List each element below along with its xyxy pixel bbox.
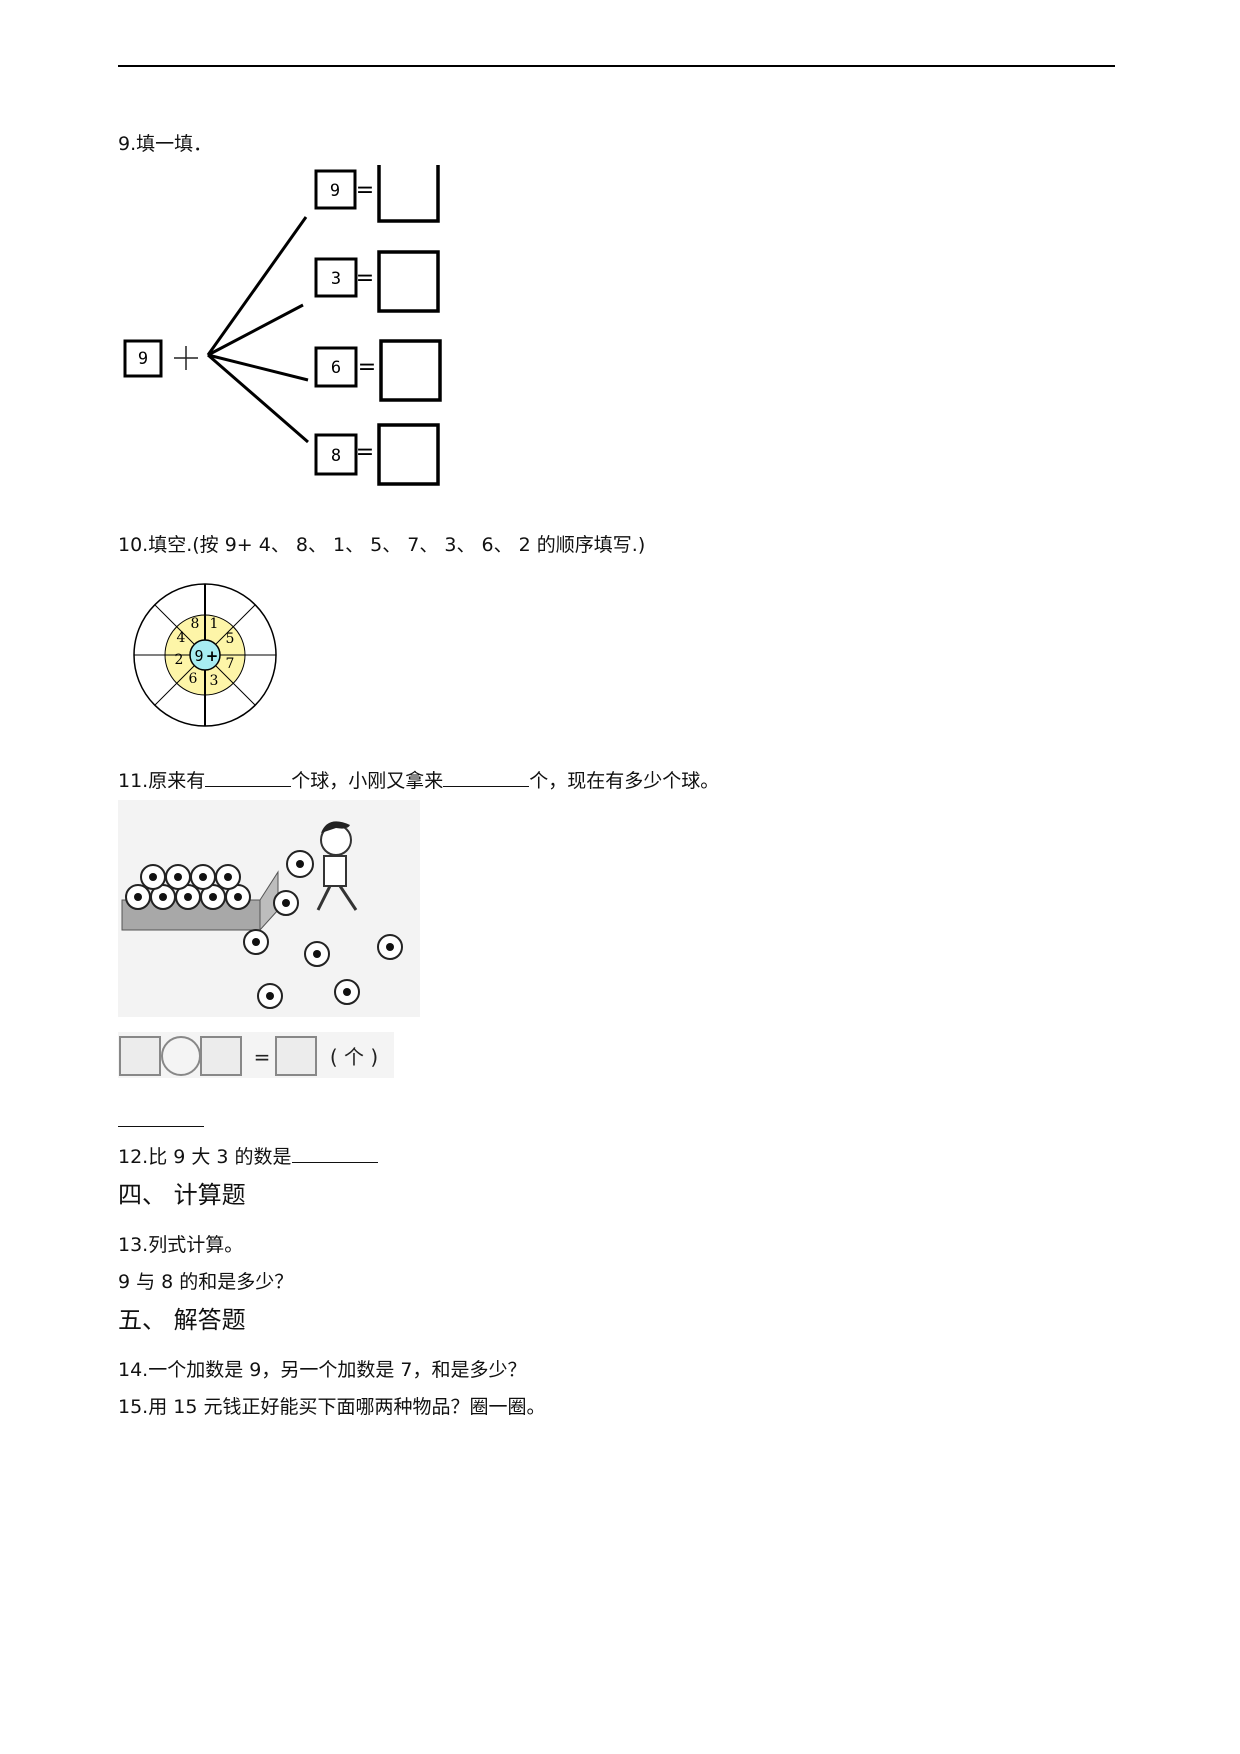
q10-ring-numbers: 8 1 5 7 3 6 2 4: [175, 616, 235, 689]
svg-text:2: 2: [175, 652, 184, 668]
svg-text:8: 8: [331, 446, 341, 466]
q9-answer-box-2[interactable]: [377, 250, 440, 313]
q10-title: 10.填空.(按 9+ 4、 8、 1、 5、 7、 3、 6、 2 的顺序填写…: [118, 534, 646, 556]
q15-text: 15.用 15 元钱正好能买下面哪两种物品？圈一圈。: [118, 1396, 546, 1418]
q10-number-wheel: 9 + 8 1 5 7 3 6 2 4: [133, 583, 277, 727]
q9-answer-box-4[interactable]: [377, 423, 440, 486]
svg-text:8: 8: [191, 616, 200, 632]
q12-text: 12.比 9 大 3 的数是: [118, 1144, 378, 1169]
q9-answer-box-3[interactable]: [379, 339, 442, 402]
svg-text:=: =: [356, 440, 374, 465]
q13-question: 9 与 8 的和是多少？: [118, 1271, 294, 1293]
svg-text:=: =: [254, 1045, 271, 1069]
svg-text:5: 5: [226, 631, 235, 647]
q11-blank-1[interactable]: [205, 768, 292, 787]
svg-text:=: =: [356, 178, 374, 203]
q13-title: 13.列式计算。: [118, 1234, 244, 1256]
svg-text:=: =: [356, 266, 374, 291]
svg-text:=: =: [358, 355, 376, 380]
svg-text:1: 1: [210, 616, 219, 632]
svg-text:7: 7: [226, 656, 235, 672]
section-5-heading: 五、 解答题: [118, 1306, 246, 1334]
q9-diagram: 9 9 = 3 = 6 = 8 =: [123, 165, 442, 486]
q9-branch-3: 6 =: [314, 339, 442, 402]
q11-equation-template: = ( 个 ): [118, 1032, 394, 1078]
section-4-heading: 四、 计算题: [118, 1181, 246, 1209]
q10-center-operator: +: [206, 647, 219, 665]
q9-branch-1: 9 =: [314, 165, 440, 223]
q11-text: 11.原来有个球，小刚又拿来个，现在有多少个球。: [118, 768, 720, 792]
svg-text:6: 6: [331, 358, 341, 378]
q11-illustration-boy-with-balls: [118, 800, 420, 1017]
svg-text:3: 3: [331, 269, 341, 289]
svg-text:3: 3: [210, 673, 219, 689]
q10-center-number: 9: [194, 647, 203, 665]
svg-text:6: 6: [189, 671, 198, 687]
q9-branch-2: 3 =: [314, 250, 440, 313]
q9-branch-4: 8 =: [314, 423, 440, 486]
q9-answer-box-1[interactable]: [377, 165, 440, 223]
q11-answer-line[interactable]: [118, 1108, 204, 1133]
q12-blank[interactable]: [291, 1144, 378, 1163]
q9-title: 9.填一填．: [118, 133, 213, 155]
svg-text:4: 4: [177, 630, 186, 646]
svg-text:( 个 ): ( 个 ): [330, 1045, 378, 1069]
q11-blank-2[interactable]: [443, 768, 530, 787]
q9-left-box: [123, 339, 163, 378]
q9-left-number: 9: [138, 349, 148, 369]
svg-text:9: 9: [330, 181, 340, 201]
header-rule: [118, 65, 1115, 67]
q14-text: 14.一个加数是 9，另一个加数是 7，和是多少？: [118, 1359, 527, 1381]
